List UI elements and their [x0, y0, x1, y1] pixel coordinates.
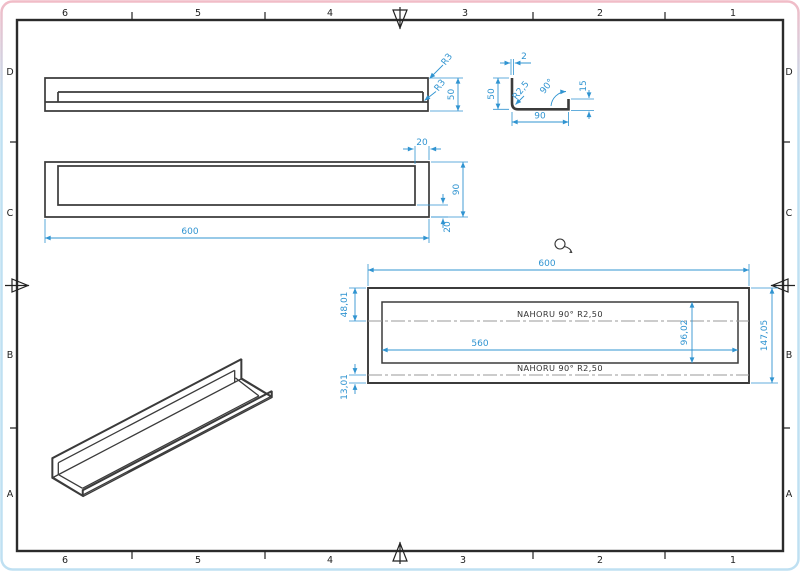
flat-cutout-length-dim: 560	[471, 339, 488, 349]
center-mark-left	[5, 278, 30, 293]
top-length-dim: 600	[181, 227, 198, 237]
top-flange-bottom-dim: 20	[443, 221, 453, 233]
zone-top-1: 1	[730, 8, 736, 19]
top-view: 20 90 20 600	[44, 138, 468, 243]
flat-total-width-dim: 147,05	[760, 320, 770, 352]
zone-left-d: D	[6, 67, 13, 78]
flat-pattern-symbol-icon	[554, 238, 573, 253]
zone-tick-marks	[10, 12, 790, 559]
center-mark-bottom	[392, 541, 408, 564]
zone-right-a: A	[786, 489, 793, 500]
zone-left-b: B	[7, 350, 14, 361]
zone-bottom-3: 3	[460, 555, 466, 566]
flat-cutout-width-dim: 96,02	[680, 320, 690, 346]
profile-radius-dim: R2,5	[511, 80, 532, 102]
profile-lip-dim: 15	[579, 80, 589, 91]
zone-left-c: C	[7, 208, 14, 219]
isometric-view	[51, 358, 273, 498]
profile-thickness-dim: 2	[521, 52, 527, 62]
zone-top-4: 4	[327, 8, 333, 19]
front-view: 50 R3 R3	[44, 52, 463, 112]
profile-view: 2 50 R2,5 90° 15 90	[487, 52, 594, 126]
zone-left-a: A	[7, 489, 14, 500]
flat-pattern-view: NAHORU 90° R2,50 NAHORU 90° R2,50 600 48…	[340, 238, 778, 400]
profile-height-dim: 50	[487, 88, 497, 100]
zone-top-3: 3	[462, 8, 468, 19]
zone-bottom-5: 5	[195, 555, 201, 566]
zone-labels: 6 5 4 3 2 1 6 5 4 3 2 1 D C B A D C B A	[6, 8, 792, 566]
zone-right-c: C	[786, 208, 793, 219]
profile-angle-dim: 90°	[539, 77, 557, 96]
zone-bottom-1: 1	[730, 555, 736, 566]
top-flange-end-dim: 20	[416, 138, 428, 148]
zone-bottom-6: 6	[62, 555, 68, 566]
zone-right-b: B	[786, 350, 793, 361]
center-marks	[5, 7, 795, 564]
front-height-dim: 50	[447, 89, 457, 101]
flat-bottom-margin-dim: 13,01	[340, 374, 350, 400]
flat-top-margin-dim: 48,01	[340, 292, 350, 318]
zone-right-d: D	[785, 67, 792, 78]
top-depth-dim: 90	[452, 184, 462, 196]
zone-top-5: 5	[195, 8, 201, 19]
front-radius-bottom-dim: R3	[433, 78, 448, 94]
flat-length-dim: 600	[538, 259, 555, 269]
center-mark-right	[770, 278, 795, 293]
zone-top-6: 6	[62, 8, 68, 19]
bend-note-top: NAHORU 90° R2,50	[517, 309, 603, 319]
center-mark-top	[392, 7, 408, 30]
zone-bottom-4: 4	[327, 555, 333, 566]
bend-note-bottom: NAHORU 90° R2,50	[517, 363, 603, 373]
profile-width-dim: 90	[534, 112, 546, 122]
zone-bottom-2: 2	[597, 555, 603, 566]
zone-top-2: 2	[597, 8, 603, 19]
front-radius-top-dim: R3	[440, 52, 455, 68]
